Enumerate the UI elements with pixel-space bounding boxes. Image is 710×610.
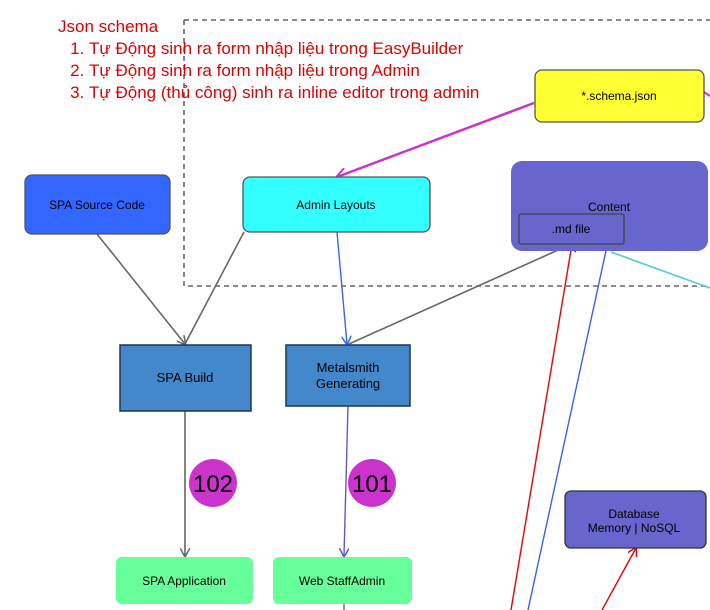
edge-admin-layouts-to-build (184, 231, 245, 345)
edge-spa-source-to-build (96, 233, 185, 344)
node-schema-json: *.schema.json (534, 69, 705, 123)
node-content-label: Content (588, 200, 631, 214)
badge-102: 102 (189, 459, 237, 507)
edge-red-to-database (601, 548, 636, 610)
edge-schema-offscreen (703, 91, 710, 97)
node-spa-build: SPA Build (119, 344, 252, 412)
json-schema-note: Json schema Tự Động sinh ra form nhập li… (58, 16, 479, 104)
node-web-staffadmin-label: Web StaffAdmin (299, 574, 385, 588)
edge-red-to-md-file (510, 244, 572, 610)
note-item: Tự Động sinh ra form nhập liệu trong Adm… (89, 60, 479, 82)
note-title: Json schema (58, 17, 159, 36)
node-content: Content .md file (511, 161, 708, 251)
node-admin-layouts: Admin Layouts (242, 176, 431, 233)
node-spa-build-label: SPA Build (157, 370, 214, 385)
node-schema-json-label: *.schema.json (581, 89, 656, 103)
edge-blue-from-md-file (527, 245, 608, 610)
edge-cyan-from-content (610, 251, 710, 289)
node-spa-source-code: SPA Source Code (24, 174, 171, 235)
note-list: Tự Động sinh ra form nhập liệu trong Eas… (58, 38, 479, 104)
node-spa-application-label: SPA Application (142, 574, 226, 588)
node-spa-source-code-label: SPA Source Code (49, 198, 145, 212)
edge-schema-to-admin-layouts (337, 101, 535, 177)
node-admin-layouts-label: Admin Layouts (296, 198, 375, 212)
node-metalsmith-line2: Generating (316, 376, 380, 391)
node-md-file: .md file (518, 213, 625, 245)
node-web-staffadmin: Web StaffAdmin (273, 557, 412, 604)
note-item: Tự Động (thủ công) sinh ra inline editor… (89, 82, 479, 104)
badge-102-label: 102 (193, 471, 233, 498)
dashed-boundary (183, 19, 710, 287)
node-md-file-label: .md file (552, 222, 591, 236)
node-metalsmith-line1: Metalsmith (317, 360, 380, 375)
node-database-line1: Database (608, 507, 660, 521)
edge-content-to-metalsmith (348, 245, 568, 345)
edge-metalsmith-to-staffadmin (344, 405, 348, 556)
badge-101-label: 101 (352, 471, 392, 498)
node-database: Database Memory | NoSQL (564, 490, 707, 549)
badge-101: 101 (348, 459, 396, 507)
note-item: Tự Động sinh ra form nhập liệu trong Eas… (89, 38, 479, 60)
edge-admin-layouts-to-metalsmith (336, 231, 347, 344)
node-spa-application: SPA Application (116, 557, 253, 604)
node-database-line2: Memory | NoSQL (588, 521, 681, 535)
node-metalsmith-generating: Metalsmith Generating (285, 344, 411, 407)
